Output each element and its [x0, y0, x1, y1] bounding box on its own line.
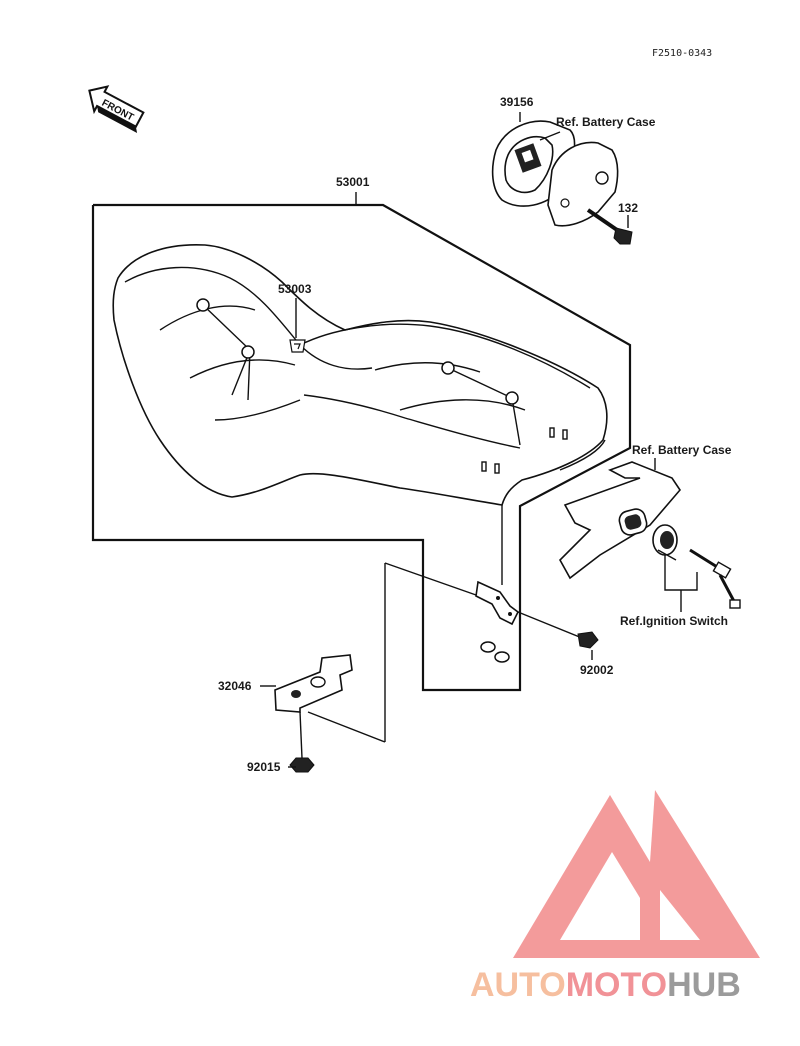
bolt-92002-icon [517, 611, 599, 649]
nut-92015-part-number: 92015 [247, 760, 281, 774]
watermark-part-auto: AUTO [470, 966, 566, 1004]
watermark-text: AUTOMOTOHUB [470, 966, 741, 1004]
front-arrow-icon: FRONT [88, 85, 145, 133]
watermark-part-moto: MOTO [566, 966, 667, 1004]
key-icon [689, 548, 741, 609]
ignition-switch-ref: Ref.Ignition Switch [620, 614, 728, 628]
battery-case-ref-top: Ref. Battery Case [556, 115, 656, 129]
emblem-part-number: 53003 [278, 282, 312, 296]
battery-case-plate-icon [547, 141, 619, 227]
bolt-92002-part-number: 92002 [580, 663, 614, 677]
lock-cover-part-number: 39156 [500, 95, 534, 109]
seat-icon [112, 243, 608, 506]
ignition-switch-icon [652, 524, 678, 561]
bracket-32046-icon [274, 654, 353, 713]
bracket-part-number: 32046 [218, 679, 252, 693]
battery-case-ref-right: Ref. Battery Case [632, 443, 732, 457]
battery-case-lock-icon [559, 461, 682, 580]
diagram-code: F2510-0343 [652, 48, 712, 59]
seat-hinge-bracket-icon [475, 580, 520, 626]
nut-icon [480, 641, 510, 663]
watermark-part-hub: HUB [667, 966, 741, 1004]
bolt-132-icon [586, 208, 633, 245]
bolt-132-part-number: 132 [618, 201, 638, 215]
seat-group-frame [91, 203, 632, 692]
automotohub-logo-icon [513, 790, 760, 958]
emblem-icon [289, 339, 306, 353]
seat-assembly-part-number: 53001 [336, 175, 370, 189]
nut-92015-icon [289, 757, 315, 773]
